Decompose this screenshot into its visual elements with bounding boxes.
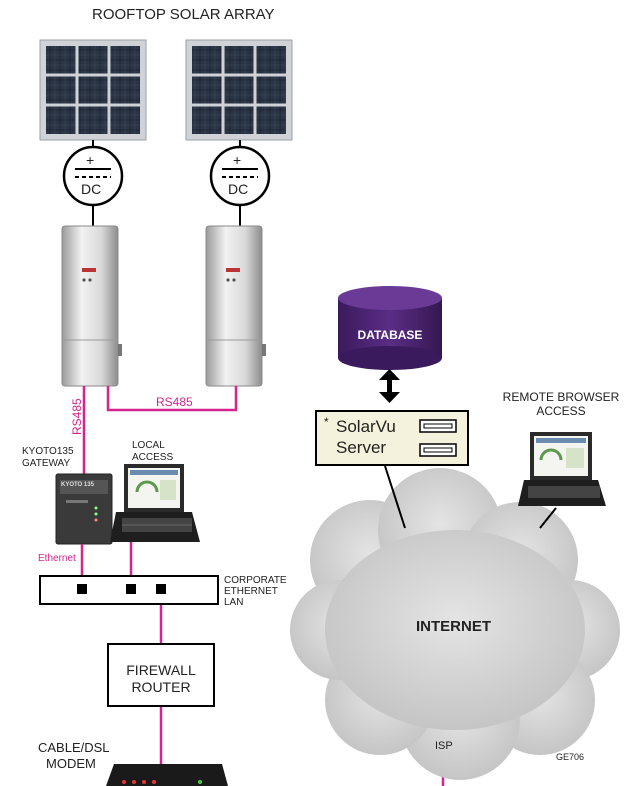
isp-label: ISP bbox=[435, 740, 453, 752]
inverter-right bbox=[205, 225, 266, 387]
cable-dsl-modem bbox=[106, 764, 228, 786]
solar-panel-right bbox=[185, 39, 293, 141]
remote-browser-laptop bbox=[518, 432, 606, 506]
ethernet-label: Ethernet bbox=[38, 553, 76, 564]
gateway-device-text: KYOTO 135 bbox=[61, 482, 94, 488]
corporate-lan-switch bbox=[39, 575, 219, 605]
inverter-left bbox=[61, 225, 122, 387]
dc-label-left: DC bbox=[81, 181, 102, 197]
figure-code: GE706 bbox=[556, 752, 585, 762]
dc-symbol-left bbox=[62, 145, 124, 207]
server-bullet: * bbox=[324, 415, 329, 429]
database-cylinder bbox=[338, 286, 442, 370]
browser-internet-link bbox=[539, 507, 557, 529]
dc-symbol-right bbox=[209, 145, 271, 207]
firewall-router-box bbox=[107, 643, 215, 707]
kyoto135-gateway-device bbox=[55, 473, 113, 545]
dc-plus-right: + bbox=[233, 152, 242, 168]
server-internet-link bbox=[384, 465, 406, 529]
rs485-vertical-label: RS485 bbox=[70, 398, 84, 435]
rs485-link bbox=[82, 386, 238, 474]
dc-plus-left: + bbox=[86, 152, 95, 168]
local-access-laptop bbox=[110, 464, 200, 542]
dc-label-right: DC bbox=[228, 181, 249, 197]
internet-cloud bbox=[290, 468, 620, 780]
diagram-title: ROOFTOP SOLAR ARRAY bbox=[92, 6, 275, 23]
database-label: DATABASE bbox=[357, 328, 423, 342]
db-server-arrow bbox=[379, 369, 400, 403]
rs485-horizontal-label: RS485 bbox=[156, 395, 193, 409]
solarvu-server-box bbox=[315, 410, 469, 466]
internet-label: INTERNET bbox=[416, 618, 491, 635]
solar-panel-left bbox=[39, 39, 147, 141]
